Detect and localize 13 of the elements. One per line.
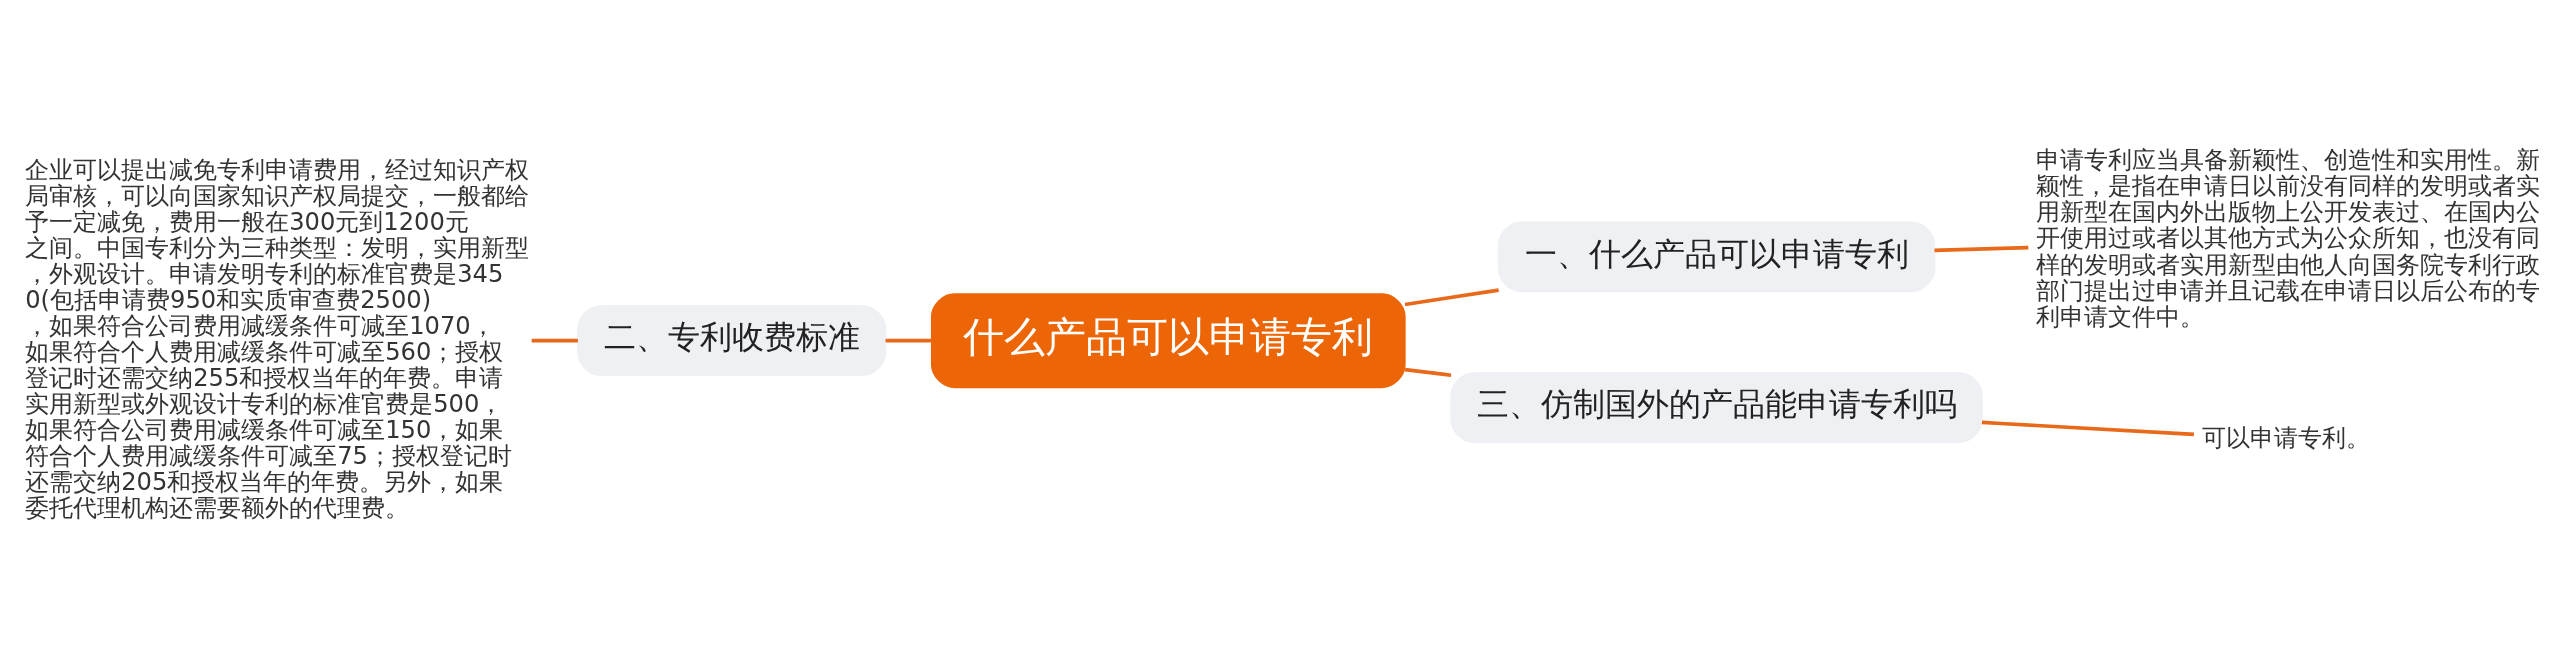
connector (1981, 420, 2194, 436)
node-box: 三、仿制国外的产品能申请专利吗 (1450, 371, 1983, 443)
node-box: 二、专利收费标准 (577, 304, 887, 376)
node-box: 一、什么产品可以申请专利 (1497, 221, 1936, 292)
node-box: 什么产品可以申请专利 (930, 292, 1406, 388)
connector (885, 338, 932, 342)
connector (1934, 245, 2029, 252)
node-text: 申请专利应当具备新颖性、创造性和实用性。新颖性，是指在申请日以前没有同样的发明或者实用新型在国内外出版物上公开发表过、在国内公开使用过或者以其他方式为公众所知，也没有同样的发明或者实用新型由他人向国务院专利行政部门提出过申请并且记载在申请日以后公布的专利申请文件中。 (2035, 145, 2540, 331)
node-text: 企业可以提出减免专利申请费用，经过知识产权局审核，可以向国家知识产权局提交，一般都给予一定减免，费用一般在300元到1200元之间。中国专利分为三种类型：发明，实用新型，外观设计。申请发明专利的标准官费是3450(包括申请费950和实质审查费2500)，如果符合公司费用减缓条件可减至1070，如果符合个人费用减缓条件可减至560；授权登记时还需交纳255和授权当年的年费。申请实用新型或外观设计专利的标准官费是500，如果符合公司费用减缓条件可减至150，如果符合个人费用减缓条件可减至75；授权登记时还需交纳205和授权当年的年费。另外，如果委托代理机构还需要额外的代理费。 (25, 155, 530, 522)
connector (531, 338, 578, 342)
connector (1404, 287, 1499, 306)
connector (1404, 367, 1452, 377)
node-text: 可以申请专利。 (2201, 423, 2370, 452)
